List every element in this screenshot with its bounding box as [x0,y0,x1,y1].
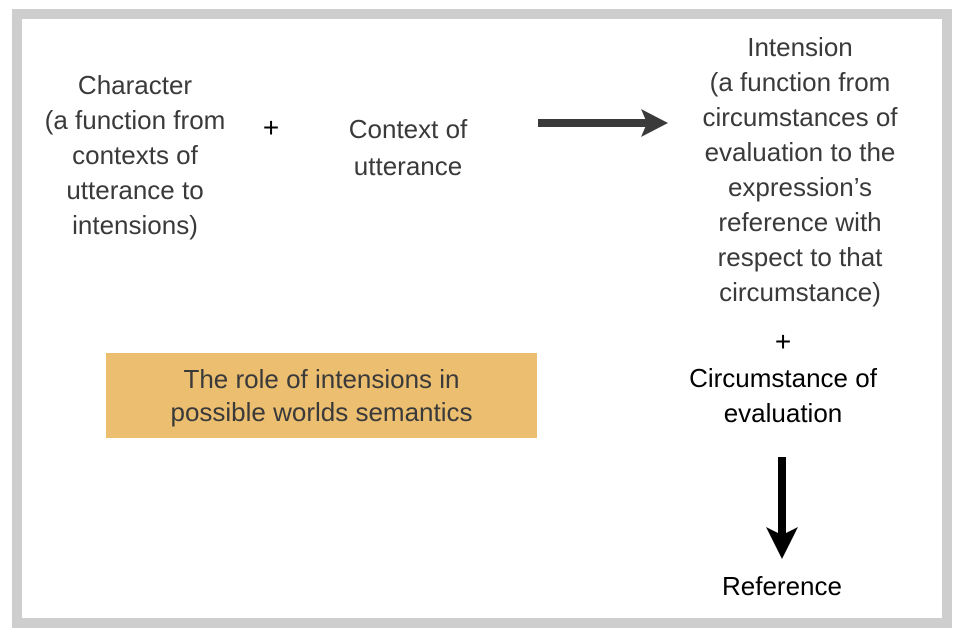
text-line: utterance to [66,175,204,205]
text-line: contexts of [72,140,198,170]
text-line: evaluation [723,398,843,428]
text-line: intensions) [72,210,198,240]
highlight-text-line: possible worlds semantics [170,396,473,427]
plus-operator-left: + [262,112,280,143]
highlight-box: The role of intensions in possible world… [106,353,537,438]
text-line: Context of [348,114,468,144]
text-line: respect to that [717,242,883,272]
text-line: Intension [747,32,853,62]
intension-label: Intension (a function from circumstances… [702,30,897,310]
text-line: Circumstance of [689,363,877,393]
character-label: Character (a function from contexts of u… [45,68,226,243]
diagram-frame [12,9,952,628]
highlight-text-line: The role of intensions in [183,363,460,394]
text-line: expression’s [727,172,873,202]
arrow-right-icon [538,109,668,137]
context-of-utterance-label: Context of utterance [349,111,468,185]
circumstance-of-evaluation-label: Circumstance of evaluation [689,361,877,431]
arrow-down-icon [766,457,798,559]
text-line: Character [77,70,193,100]
text-line: utterance [353,151,463,181]
text-line: reference with [718,207,882,237]
plus-operator-right: + [774,326,792,357]
text-line: (a function from [709,67,891,97]
reference-label: Reference [722,571,842,601]
text-line: (a function from [44,105,226,135]
text-line: evaluation to the [704,137,896,167]
text-line: circumstances of [702,102,898,132]
text-line: circumstance) [719,277,881,307]
